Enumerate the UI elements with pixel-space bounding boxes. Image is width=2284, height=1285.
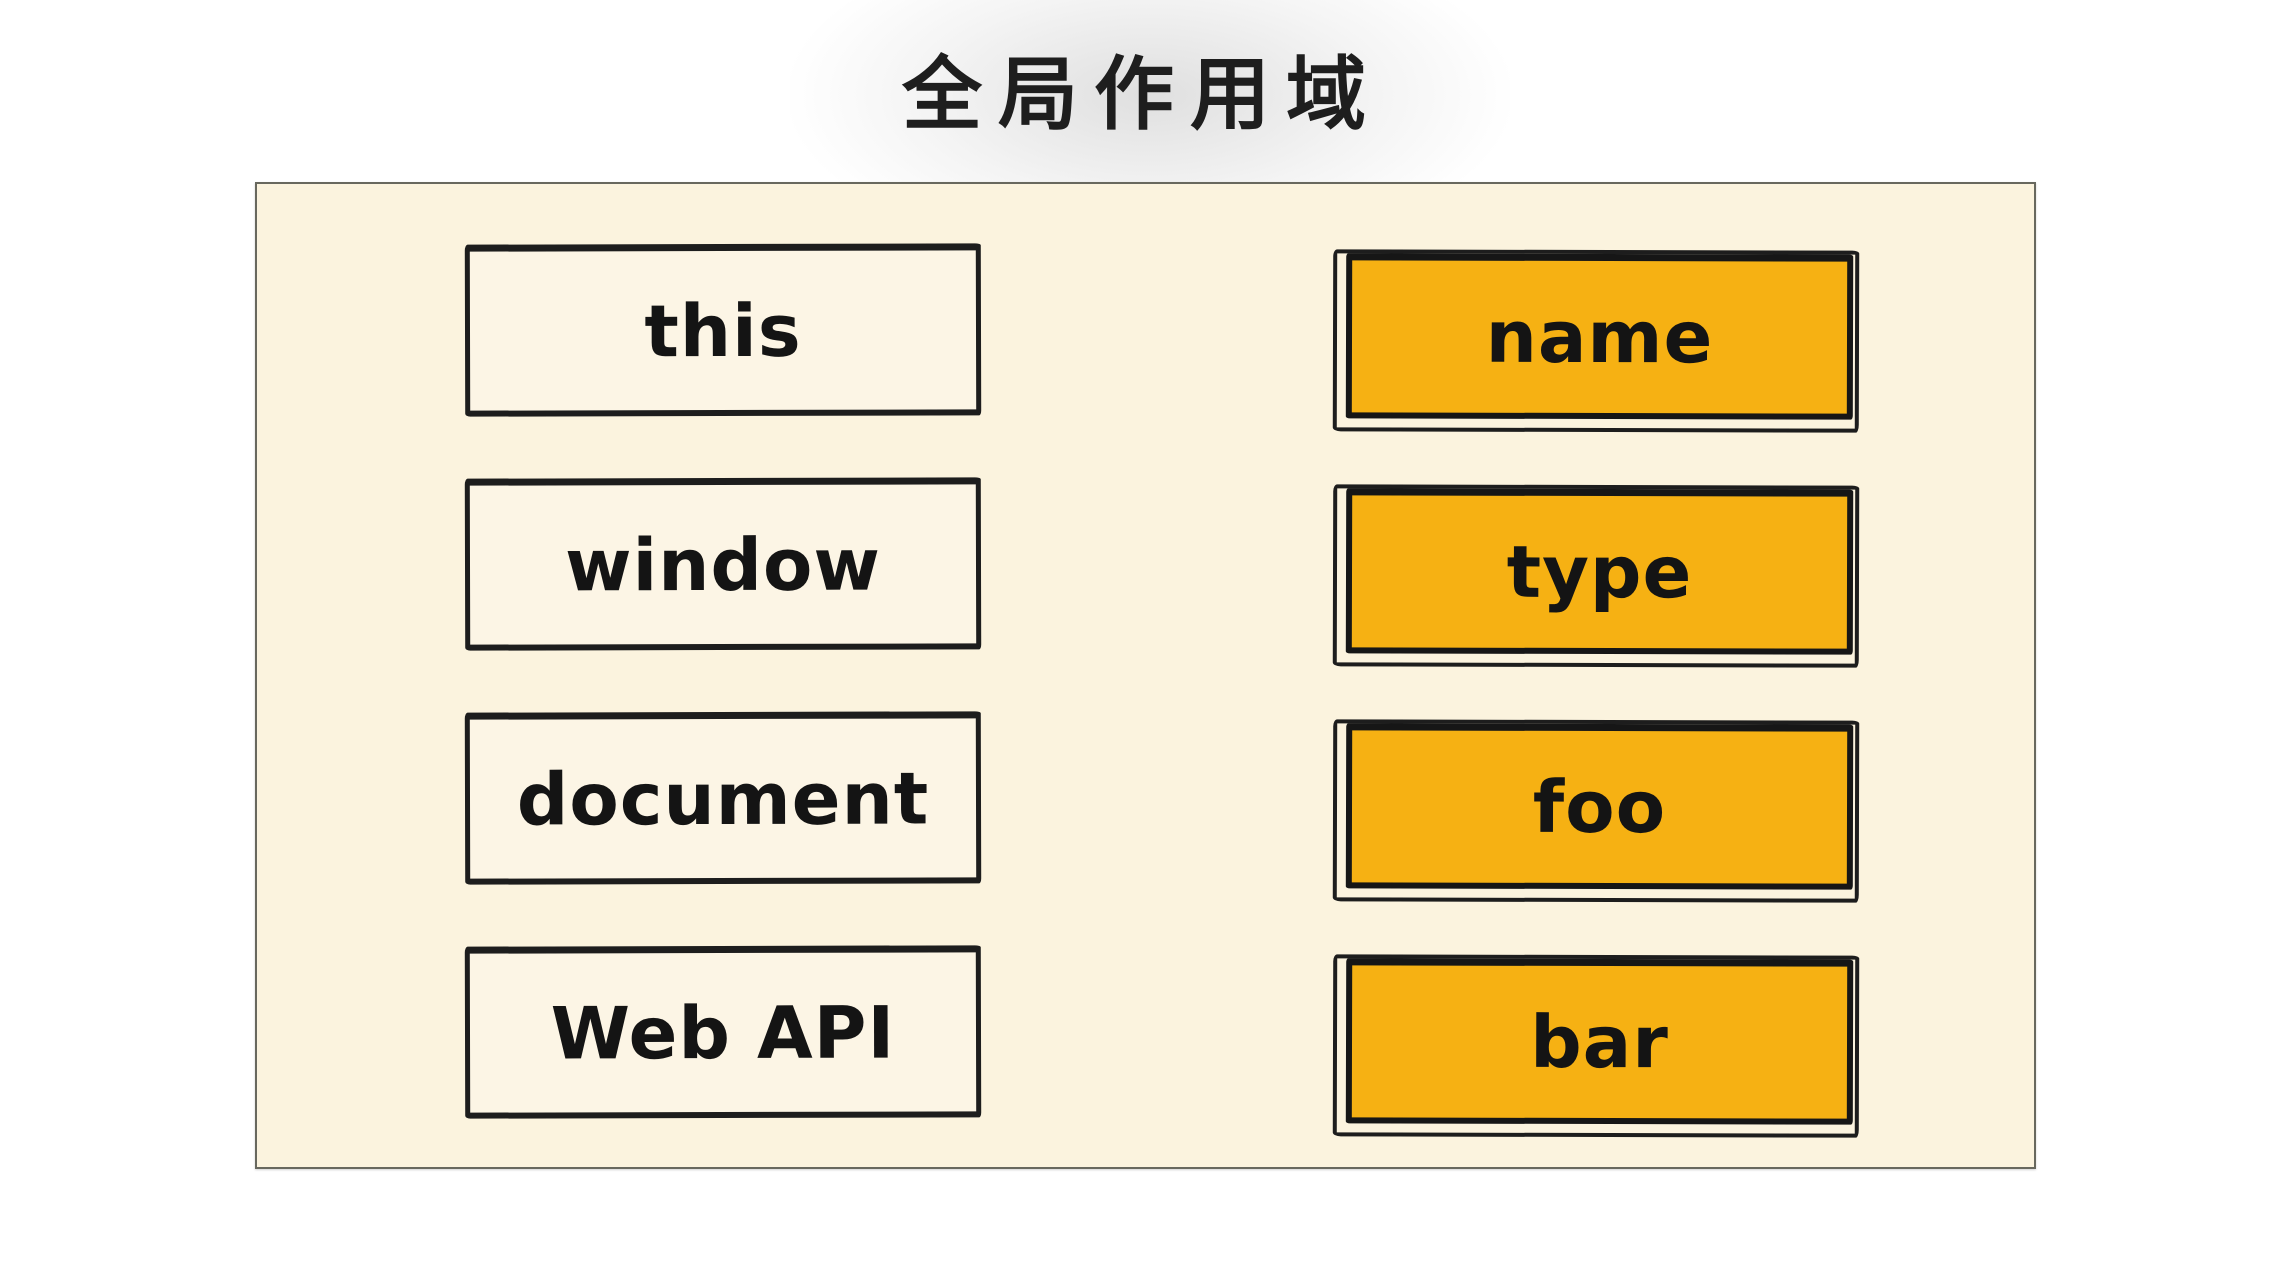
global-object-box-this: this: [464, 243, 982, 417]
variable-box-name: name: [1332, 249, 1860, 433]
globals-column: this window document Web API: [464, 243, 982, 1119]
variable-box-bar: bar: [1332, 954, 1860, 1138]
variable-label: type: [1506, 529, 1693, 615]
page-title: 全局作用域: [902, 48, 1382, 141]
global-object-label: window: [564, 522, 882, 607]
variables-column: name type foo bar: [1332, 249, 1860, 1138]
global-scope-container: this window document Web API name type: [255, 182, 2036, 1169]
global-object-label: document: [516, 755, 930, 842]
variable-box-fill: foo: [1345, 723, 1854, 890]
variable-box-fill: name: [1345, 253, 1854, 420]
variable-label: foo: [1532, 764, 1667, 850]
global-object-label: this: [644, 288, 802, 373]
variable-box-type: type: [1332, 484, 1860, 668]
variable-box-fill: type: [1345, 488, 1854, 655]
global-object-label: Web API: [550, 990, 896, 1075]
global-object-box-web-api: Web API: [464, 945, 982, 1119]
global-object-box-window: window: [464, 477, 982, 651]
variable-label: name: [1485, 294, 1714, 380]
variable-label: bar: [1530, 999, 1669, 1085]
variable-box-fill: bar: [1345, 958, 1854, 1125]
global-object-box-document: document: [464, 711, 982, 885]
variable-box-foo: foo: [1332, 719, 1860, 903]
